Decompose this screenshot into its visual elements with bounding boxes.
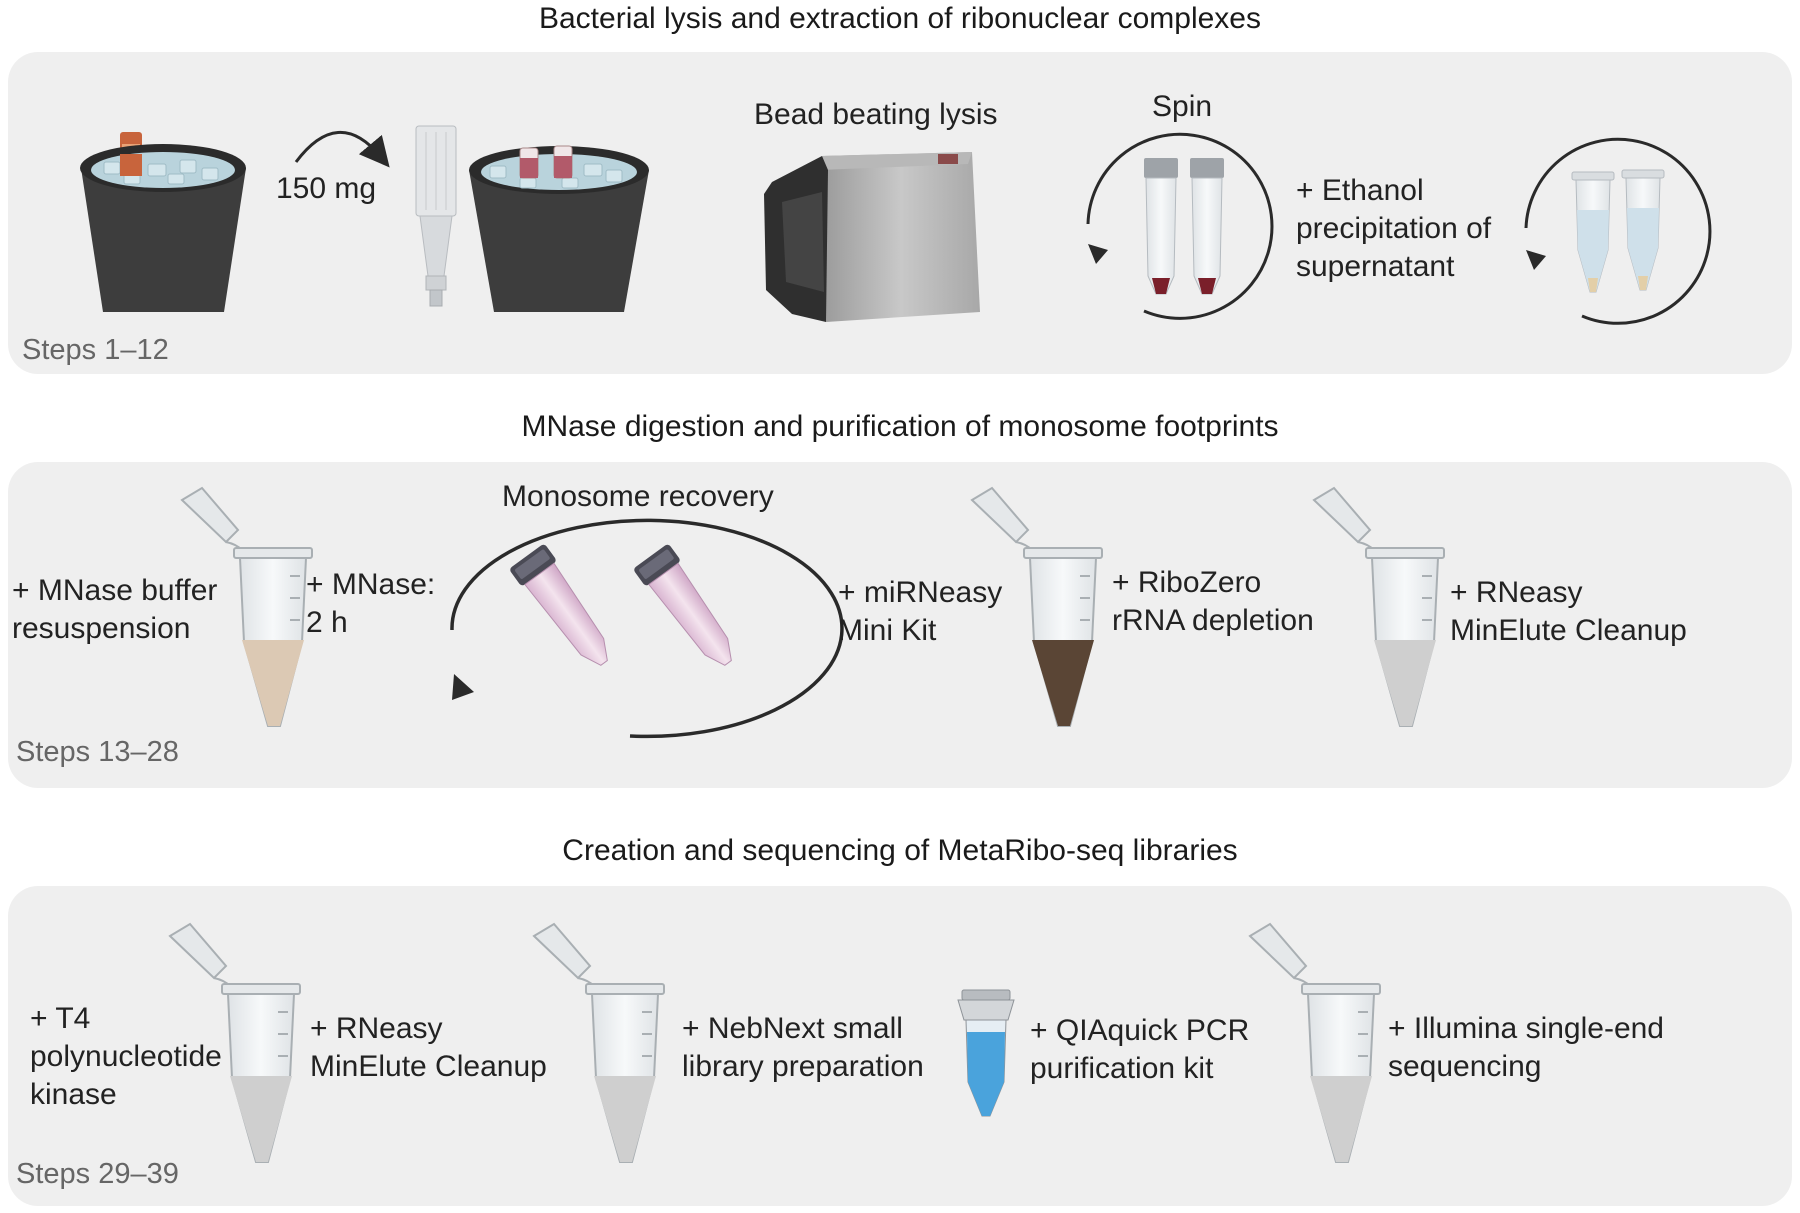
microtube-grey-icon	[168, 922, 301, 1163]
microtube-brown-icon	[970, 486, 1103, 727]
spin-label: Spin	[1152, 90, 1213, 123]
pestle-icon	[415, 125, 457, 307]
qiaquick-label: + QIAquick PCR purification kit	[1030, 1014, 1250, 1085]
mirneasy-label: + miRNeasy Mini Kit	[838, 576, 1003, 647]
spin-column-icon	[957, 989, 1015, 1117]
section-2-panel	[8, 462, 1792, 788]
illumina-label: + Illumina single-end sequencing	[1388, 1012, 1664, 1083]
section-2-title: MNase digestion and purification of mono…	[521, 410, 1279, 443]
nebnext-label: + NebNext small library preparation	[682, 1012, 924, 1083]
bead-beater-machine-icon	[764, 152, 980, 322]
section-2-steps: Steps 13–28	[16, 736, 179, 768]
precipitation-spin-icon	[1524, 137, 1712, 325]
microtube-beige-icon	[180, 486, 313, 727]
section-3-title: Creation and sequencing of MetaRibo-seq …	[562, 834, 1238, 867]
ice-bucket-with-samples-icon	[469, 145, 649, 312]
monosome-recovery-label: Monosome recovery	[502, 480, 774, 513]
rneasy-label-2: + RNeasy MinElute Cleanup	[1450, 576, 1687, 647]
ethanol-precipitation-label: + Ethanol precipitation of supernatant	[1296, 174, 1492, 283]
ribozero-label: + RiboZero rRNA depletion	[1112, 566, 1314, 637]
rneasy-label-3: + RNeasy MinElute Cleanup	[310, 1012, 547, 1083]
microtube-grey-icon	[1248, 922, 1381, 1163]
section-1-steps: Steps 1–12	[22, 334, 169, 366]
monosome-recovery-loop-icon	[450, 518, 844, 739]
section-3-panel	[8, 886, 1792, 1206]
bead-beating-label: Bead beating lysis	[754, 98, 998, 131]
mnase-label: + MNase: 2 h	[306, 568, 436, 639]
centrifuge-spin-icon	[1086, 132, 1274, 320]
curved-arrow-icon	[294, 130, 390, 168]
weight-label: 150 mg	[276, 172, 377, 205]
section-3-steps: Steps 29–39	[16, 1158, 179, 1190]
microtube-grey-icon	[532, 922, 665, 1163]
section-1-title: Bacterial lysis and extraction of ribonu…	[538, 2, 1261, 35]
mnase-buffer-label: + MNase buffer resuspension	[12, 574, 218, 645]
ice-bucket-icon	[80, 132, 246, 312]
t4-kinase-label: + T4 polynucleotide kinase	[30, 1002, 222, 1111]
microtube-grey-icon	[1312, 486, 1445, 727]
